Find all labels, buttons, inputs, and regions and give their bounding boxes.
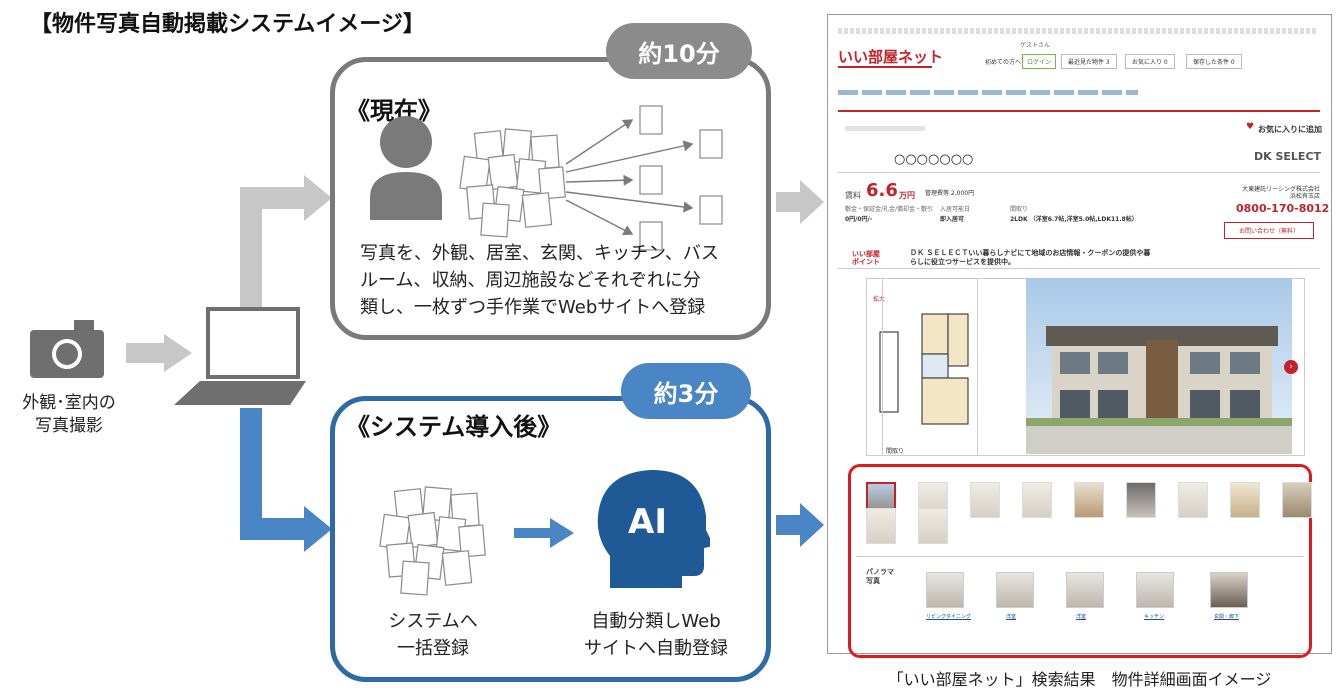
logo-underline <box>838 66 932 68</box>
agent-company: 大東建託リーシング株式会社 浜松有玉店 <box>1242 186 1320 200</box>
description-line: 類し、一枚ずつ手作業でWebサイトへ登録 <box>360 297 706 318</box>
photo-thumbnail[interactable] <box>866 508 896 544</box>
auto-register-caption: 自動分類しWeb サイトへ自動登録 <box>556 608 756 662</box>
photo-thumbnail[interactable] <box>918 508 948 544</box>
caption-line: サイトへ自動登録 <box>584 638 728 659</box>
person-icon <box>370 116 442 220</box>
photo-thumbnail[interactable] <box>970 482 1000 518</box>
photo-stack-icon <box>379 486 486 596</box>
photo-thumbnail[interactable] <box>1022 482 1052 518</box>
movein-label: 入居可能日 <box>940 206 971 213</box>
ai-label: AI <box>628 502 667 542</box>
site-top-text <box>838 28 1318 34</box>
panorama-title-line: 写真 <box>866 577 880 585</box>
point-label: ポイント <box>852 258 880 266</box>
point-text-line: らしに役立つサービスを提供中。 <box>910 258 1015 266</box>
nav-login-button[interactable]: ログイン <box>1022 54 1057 69</box>
property-number <box>845 126 925 131</box>
photo-thumbnail[interactable] <box>1178 482 1208 518</box>
nav-recent-button[interactable]: 最近見た物件 3 <box>1061 54 1117 69</box>
current-to-site-arrow <box>776 180 824 224</box>
photo-thumbnail[interactable] <box>1074 482 1104 518</box>
nav-first-link[interactable]: 初めての方へ <box>985 59 1022 66</box>
point-text-line: ＤＫ ＳＥＬＥＣＴいい暮らしナビにて地域のお店情報・クーポンの提供や暮 <box>910 249 1151 257</box>
layout-value: 2LDK （洋室6.7帖,洋室5.0帖,LDK11.8帖） <box>1010 216 1138 223</box>
camera-to-laptop-arrow <box>126 334 192 372</box>
branch-arrow-current <box>240 175 332 307</box>
rent-label: 賃料 <box>845 191 861 200</box>
floorplan-caption: 間取り <box>886 448 905 455</box>
camera-caption-line: 外観･室内の <box>22 393 116 413</box>
panorama-title-line: パノラマ <box>866 568 894 576</box>
agent-phone: 0800-170-8012 <box>1236 202 1330 215</box>
brand-name: DK SELECT <box>1254 150 1322 163</box>
point-label: いい部屋 <box>852 250 880 258</box>
photo-stack-icon <box>459 128 566 238</box>
nav-fav-button[interactable]: お気に入り 0 <box>1125 54 1175 69</box>
fav-add-button[interactable]: お気に入りに追加 <box>1258 125 1322 134</box>
header-divider <box>838 110 1320 112</box>
current-description: 写真を、外観、居室、玄関、キッチン、バス ルーム、収納、周辺施設などそれぞれに分… <box>360 240 760 321</box>
panorama-thumbnail[interactable] <box>1136 572 1174 608</box>
photo-thumbnail[interactable] <box>1126 482 1156 518</box>
bulk-register-caption: システムへ 一括登録 <box>358 608 508 662</box>
photo-thumbnail[interactable] <box>1230 482 1260 518</box>
manual-sorting-arrows <box>565 105 723 251</box>
panorama-thumbnail[interactable] <box>1066 572 1104 608</box>
photo-thumbnail[interactable] <box>1282 482 1312 518</box>
heart-icon: ♥ <box>1246 122 1255 132</box>
after-to-site-arrow <box>776 503 824 547</box>
rent-value: 6.6 <box>866 180 898 201</box>
description-line: ルーム、収納、周辺施設などそれぞれに分 <box>360 270 701 291</box>
site-logo: いい部屋ネット <box>838 48 944 66</box>
camera-caption-line: 写真撮影 <box>35 416 103 436</box>
next-photo-button[interactable]: › <box>1284 360 1298 374</box>
deposit-label: 敷金・保証金/礼金/償却金・敷引 <box>845 206 934 213</box>
page-title: 【物件写真自動掲載システムイメージ】 <box>30 12 425 37</box>
branch-arrow-after <box>240 408 332 552</box>
panorama-thumbnail[interactable] <box>1210 572 1248 608</box>
upload-to-ai-arrow <box>514 518 574 548</box>
guest-label: ゲストさん <box>1020 42 1051 49</box>
building-photo <box>1026 278 1292 454</box>
panorama-label[interactable]: リビングダイニング <box>926 614 972 620</box>
inquiry-button[interactable]: お問い合わせ（無料） <box>1224 222 1314 239</box>
camera-caption: 外観･室内の 写真撮影 <box>6 392 132 438</box>
panorama-label[interactable]: 玄関・廊下 <box>1214 614 1240 620</box>
zoom-link[interactable]: 拡大 <box>873 296 886 303</box>
caption-line: システムへ <box>388 611 478 632</box>
deposit-value: 0円/0円/- <box>845 216 873 223</box>
site-caption: 「いい部屋ネット」検索結果 物件詳細画面イメージ <box>887 670 1272 689</box>
panorama-label[interactable]: 洋室 <box>1006 614 1017 620</box>
camera-icon <box>30 320 104 378</box>
management-fee: 管理費等 2,000円 <box>925 190 975 197</box>
breadcrumb <box>838 90 1138 95</box>
laptop-icon <box>174 307 306 405</box>
panorama-title: パノラマ 写真 <box>866 568 894 586</box>
caption-line: 自動分類しWeb <box>591 611 721 632</box>
movein-value: 即入居可 <box>940 216 965 223</box>
point-text: ＤＫ ＳＥＬＥＣＴいい暮らしナビにて地域のお店情報・クーポンの提供や暮 らしに役… <box>910 249 1150 267</box>
panorama-thumbnail[interactable] <box>996 572 1034 608</box>
panorama-thumbnail[interactable] <box>926 572 964 608</box>
after-heading: 《システム導入後》 <box>346 413 562 441</box>
photo-thumbnails-highlight <box>848 464 1312 658</box>
nav-saved-button[interactable]: 保存した条件 0 <box>1186 54 1242 69</box>
pano-divider <box>856 556 1304 557</box>
section-divider <box>838 268 1320 269</box>
section-divider <box>838 172 1320 173</box>
description-line: 写真を、外観、居室、玄関、キッチン、バス <box>360 243 719 264</box>
floorplan-image <box>879 313 969 425</box>
point-badge: いい部屋 ポイント <box>852 250 880 266</box>
panorama-label[interactable]: キッチン <box>1144 614 1165 620</box>
caption-line: 一括登録 <box>397 638 469 659</box>
ai-head-icon <box>597 470 710 588</box>
time-badge-after: 約3分 <box>621 363 751 419</box>
panorama-label[interactable]: 洋室 <box>1076 614 1087 620</box>
layout-label: 間取り <box>1010 206 1029 213</box>
property-name: ○○○○○○○ <box>894 152 974 167</box>
rent-unit: 万円 <box>899 191 915 200</box>
time-badge-current: 約10分 <box>606 23 752 79</box>
